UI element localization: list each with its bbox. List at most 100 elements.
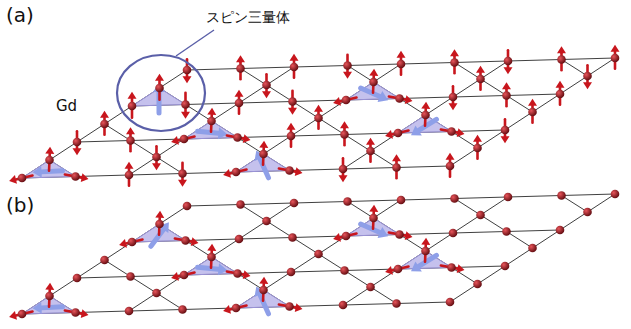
gd-atom <box>128 238 137 247</box>
bond-line <box>562 60 588 77</box>
gd-atom <box>501 262 510 271</box>
spin-arrow-head <box>295 167 303 176</box>
gd-atom <box>366 283 375 292</box>
gd-atom <box>397 60 406 69</box>
gd-atom <box>178 169 187 178</box>
gd-atom <box>314 250 323 259</box>
gd-atom <box>125 307 134 316</box>
gd-atom <box>207 117 216 126</box>
bond-line <box>562 196 588 213</box>
gd-atom <box>259 286 268 295</box>
gd-atom <box>611 54 620 63</box>
spin-arrow-head <box>583 82 592 89</box>
gd-atom <box>235 99 244 108</box>
spin-arrow-head <box>171 136 179 145</box>
spin-arrow-head <box>288 108 297 115</box>
spin-arrow-head <box>125 162 134 169</box>
trimer-spin-arrow-shaft <box>361 88 380 97</box>
gd-atom <box>473 280 482 289</box>
bond-line <box>450 58 615 166</box>
atom-label: Gd <box>56 98 77 115</box>
gd-atom <box>501 126 510 135</box>
gd-atom <box>155 220 164 229</box>
spin-arrow-head <box>421 102 430 109</box>
gd-atom <box>343 61 352 70</box>
gd-atom <box>181 100 190 109</box>
gd-atom <box>290 63 299 72</box>
gd-atom <box>339 301 348 310</box>
gd-atom <box>450 58 459 67</box>
gd-atom <box>450 194 459 203</box>
spin-arrow-head <box>457 128 465 137</box>
gd-atom <box>449 93 458 102</box>
spin-arrow-head <box>446 153 455 160</box>
trimer-layer <box>22 218 452 314</box>
spin-arrow-head <box>397 51 406 58</box>
gd-atom <box>262 81 271 90</box>
bond-line <box>129 203 294 311</box>
gd-atom <box>183 202 192 211</box>
gd-atom <box>18 174 27 183</box>
gd-atom <box>285 302 294 311</box>
gd-atom <box>366 147 375 156</box>
gd-atom <box>259 150 268 159</box>
spin-arrow-head <box>405 95 413 104</box>
gd-atom <box>502 91 511 100</box>
spin-arrow-head <box>405 231 413 240</box>
trimer-spin-arrow-shaft <box>42 171 63 172</box>
gd-atom <box>557 55 566 64</box>
panel-letter: (b) <box>6 194 34 216</box>
bond-line <box>22 302 450 314</box>
spin-arrow-head <box>333 97 341 106</box>
site-layer <box>9 190 619 320</box>
spin-arrow-head <box>178 180 187 187</box>
trimer-highlight-circle <box>117 55 205 131</box>
bond-line <box>241 205 397 304</box>
lattice-b <box>9 190 619 320</box>
gd-atom <box>285 166 294 175</box>
gd-atom <box>395 94 404 103</box>
trimer-layer <box>22 82 452 178</box>
trimer-spin-arrow-shaft <box>198 267 219 269</box>
bond-line <box>455 63 533 113</box>
spin-arrow-head <box>501 136 510 143</box>
trimer-spin-arrow-shaft <box>151 230 164 247</box>
spin-arrow-head <box>128 92 137 99</box>
gd-atom <box>392 163 401 172</box>
spin-arrow-head <box>262 91 271 98</box>
gd-atom <box>155 84 164 93</box>
gd-atom <box>178 305 187 314</box>
spin-arrow-head <box>473 135 482 142</box>
spin-arrow-head <box>181 112 190 119</box>
gd-atom <box>152 153 161 162</box>
trimer-spin-arrow-shaft <box>419 255 437 266</box>
gd-atom <box>342 232 351 241</box>
bond-line <box>343 197 508 305</box>
spin-arrow-head <box>421 238 430 245</box>
gd-atom <box>288 233 297 242</box>
gd-atom <box>73 274 82 283</box>
gd-atom <box>100 120 109 129</box>
bond-line <box>105 260 183 310</box>
spin-arrow-head <box>207 244 216 251</box>
spin-arrow-head <box>223 305 231 314</box>
gd-atom <box>235 235 244 244</box>
spin-arrow-head <box>450 49 459 56</box>
spin-arrow-head <box>611 45 620 52</box>
gd-atom <box>236 64 245 73</box>
spin-arrow-head <box>236 55 245 62</box>
spin-arrow-head <box>343 72 352 79</box>
bond-line <box>455 199 533 249</box>
bond-line <box>450 194 615 302</box>
lattice-lines <box>22 194 615 314</box>
gd-atom <box>421 111 430 120</box>
spin-arrow-head <box>155 74 164 81</box>
spin-arrow-head <box>100 111 109 118</box>
gd-atom <box>100 256 109 265</box>
gd-atom <box>397 196 406 205</box>
trimer-spin-arrow-head <box>33 166 42 178</box>
gd-atom <box>262 217 271 226</box>
spin-arrow-head <box>81 173 89 182</box>
